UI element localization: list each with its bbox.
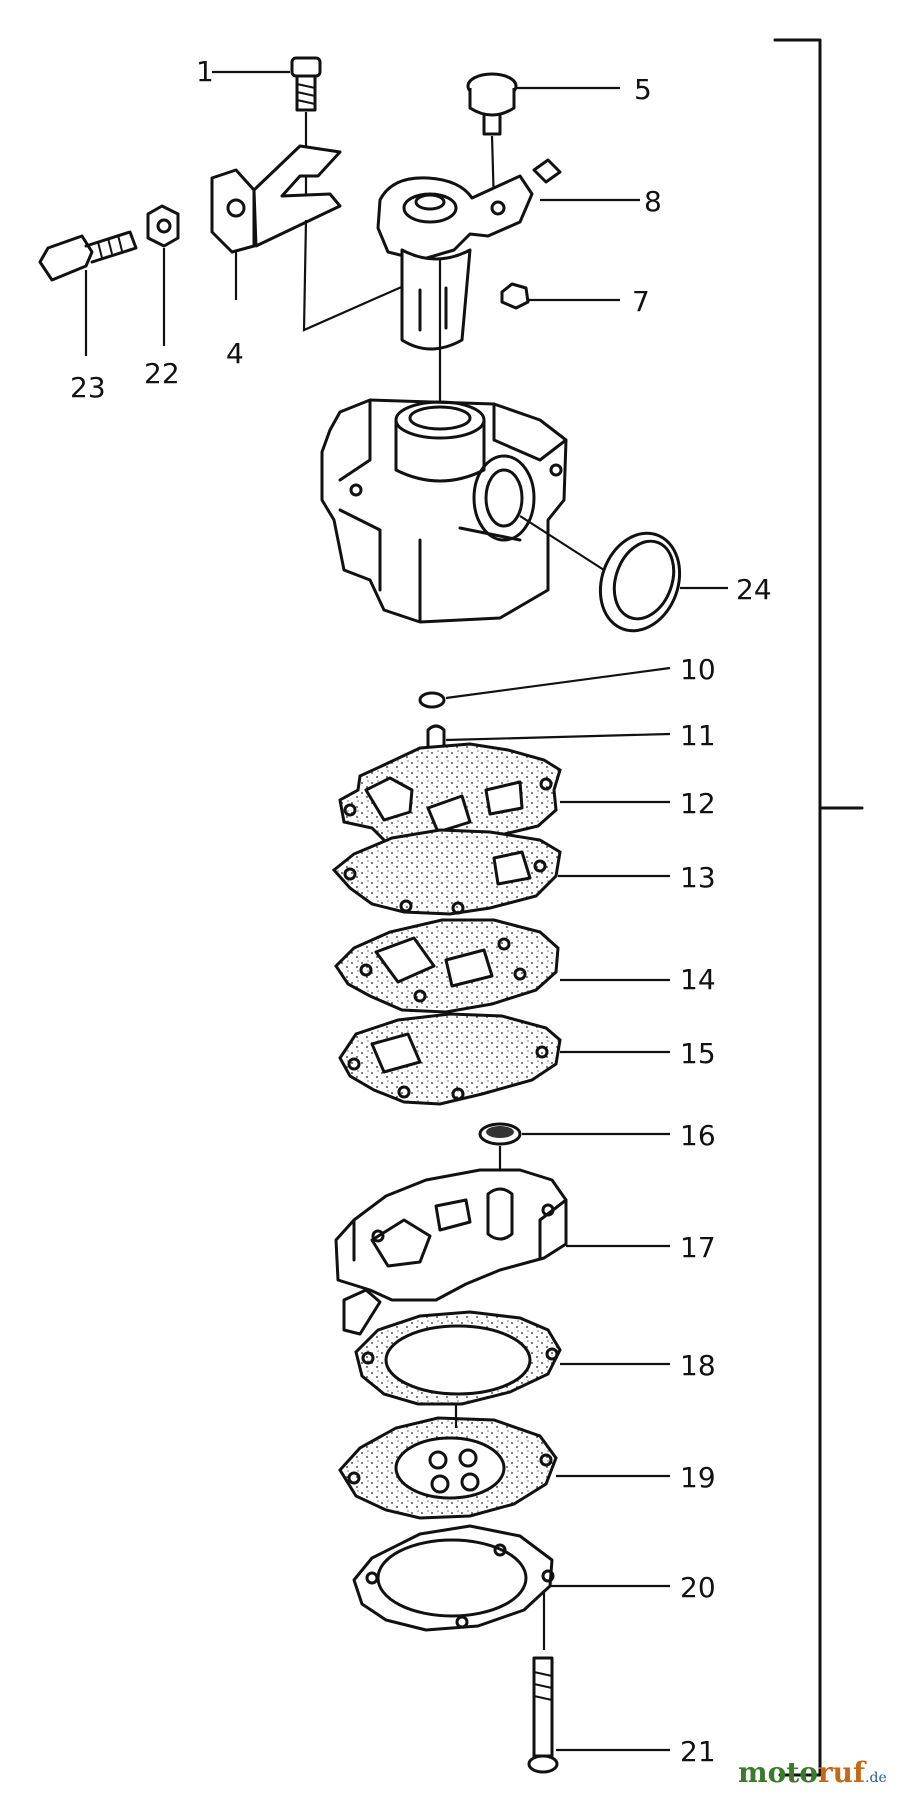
part-18-diaphragm-plate [354, 1310, 670, 1406]
callout-11: 11 [680, 719, 716, 752]
part-14-plate [334, 918, 670, 1014]
assembly-bracket [773, 38, 864, 1777]
callout-20: 20 [680, 1571, 716, 1604]
watermark-ruf: ruf [817, 1756, 866, 1789]
motoruf-watermark: motoruf.de [738, 1756, 887, 1789]
callout-7: 7 [632, 285, 650, 318]
part-7-nut [500, 282, 620, 310]
watermark-mo: mo [738, 1756, 787, 1789]
part-16-cap [478, 1122, 670, 1190]
callout-4: 4 [226, 337, 244, 370]
callout-22: 22 [144, 357, 180, 390]
part-21-long-screw [527, 1656, 670, 1774]
part-20-cover [352, 1524, 670, 1650]
callout-5: 5 [634, 73, 652, 106]
callout-23: 23 [70, 371, 106, 404]
part-5-screw [466, 72, 620, 207]
callout-18: 18 [680, 1349, 716, 1382]
part-13-gasket [331, 828, 670, 916]
part-24-seal-ring [598, 531, 728, 633]
part-8-throttle-lever [376, 158, 640, 466]
callout-12: 12 [680, 787, 716, 820]
callout-21: 21 [680, 1735, 716, 1768]
part-23-adjust-screw [38, 230, 138, 356]
carburetor-body [320, 398, 605, 624]
part-19-diaphragm [338, 1404, 670, 1520]
callout-17: 17 [680, 1231, 716, 1264]
callout-14: 14 [680, 963, 716, 996]
part-12-plate [338, 742, 670, 850]
part-4-bracket [210, 144, 441, 332]
callout-19: 19 [680, 1461, 716, 1494]
part-15-gasket [338, 1012, 670, 1106]
watermark-tld: .de [865, 1770, 887, 1786]
callout-24: 24 [736, 573, 772, 606]
watermark-to: to [786, 1756, 818, 1789]
part-22-nut [146, 204, 180, 346]
callout-8: 8 [644, 185, 662, 218]
callout-13: 13 [680, 861, 716, 894]
part-10-ring [418, 666, 671, 709]
callout-16: 16 [680, 1119, 716, 1152]
part-17-pump-body [334, 1168, 670, 1336]
callout-15: 15 [680, 1037, 716, 1070]
callout-1: 1 [196, 55, 214, 88]
callout-10: 10 [680, 653, 716, 686]
